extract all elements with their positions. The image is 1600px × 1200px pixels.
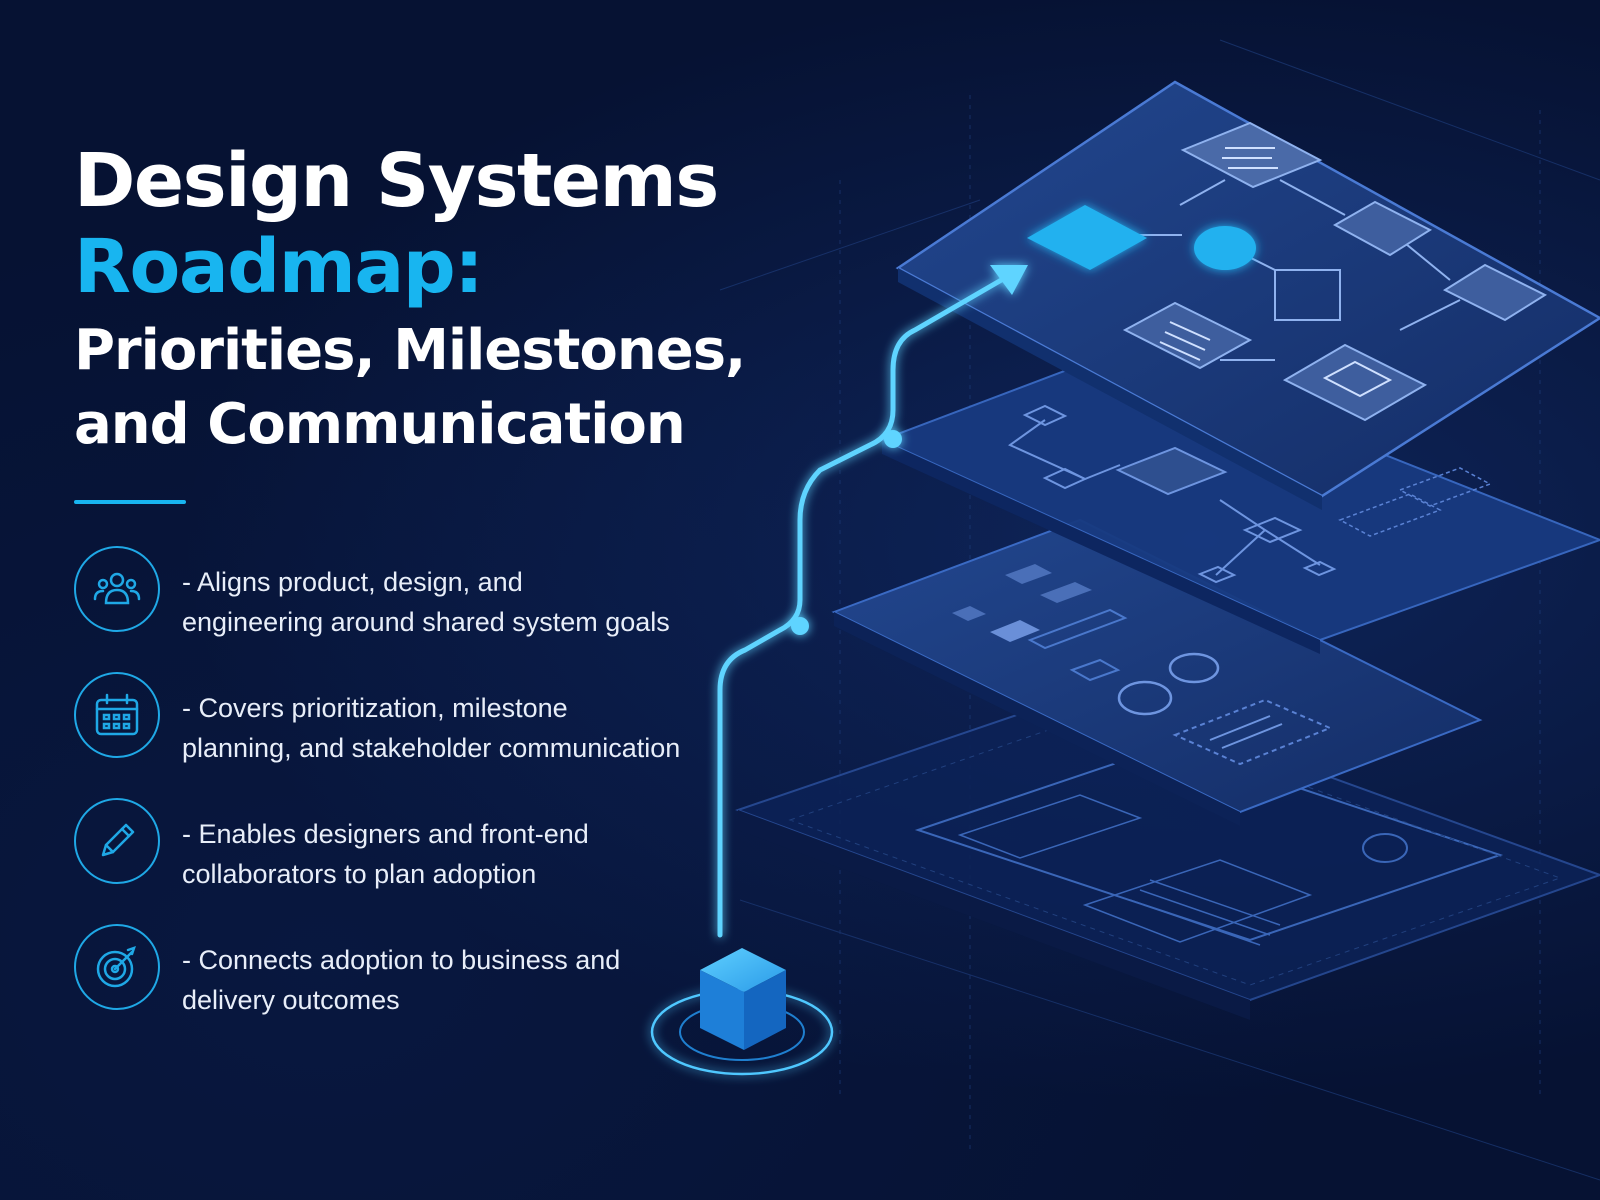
bullet-item: - Connects adoption to business and deli…: [74, 924, 774, 1050]
start-cube: [650, 948, 834, 1076]
bullet-item: - Aligns product, design, and engineerin…: [74, 546, 774, 672]
layer-4-wireframe: [735, 688, 1600, 1020]
layer-3-components: [831, 518, 1483, 826]
roadmap-path: [717, 265, 1028, 938]
layer-1-architecture: [895, 80, 1600, 510]
title-line-1: Design Systems: [74, 138, 719, 224]
bullet-item: - Enables designers and front-end collab…: [74, 798, 774, 924]
content-column: Design Systems Roadmap: Priorities, Mile…: [74, 138, 774, 1050]
bullet-list: - Aligns product, design, and engineerin…: [74, 546, 774, 1050]
users-icon: [74, 546, 160, 632]
title-line-2: Roadmap:: [74, 224, 484, 310]
bullet-text: - Enables designers and front-end collab…: [182, 819, 589, 889]
pencil-icon: [74, 798, 160, 884]
subtitle: Priorities, Milestones, and Communicatio…: [74, 318, 746, 457]
target-icon: [74, 924, 160, 1010]
calendar-icon: [74, 672, 160, 758]
bullet-text: - Connects adoption to business and deli…: [182, 945, 621, 1015]
bullet-text: - Covers prioritization, milestone plann…: [182, 693, 681, 763]
bullet-item: - Covers prioritization, milestone plann…: [74, 672, 774, 798]
title-divider: [74, 500, 186, 504]
layer-2-flow: [879, 348, 1600, 654]
blueprint-lines: [719, 39, 1600, 1181]
bullet-text: - Aligns product, design, and engineerin…: [182, 567, 670, 637]
